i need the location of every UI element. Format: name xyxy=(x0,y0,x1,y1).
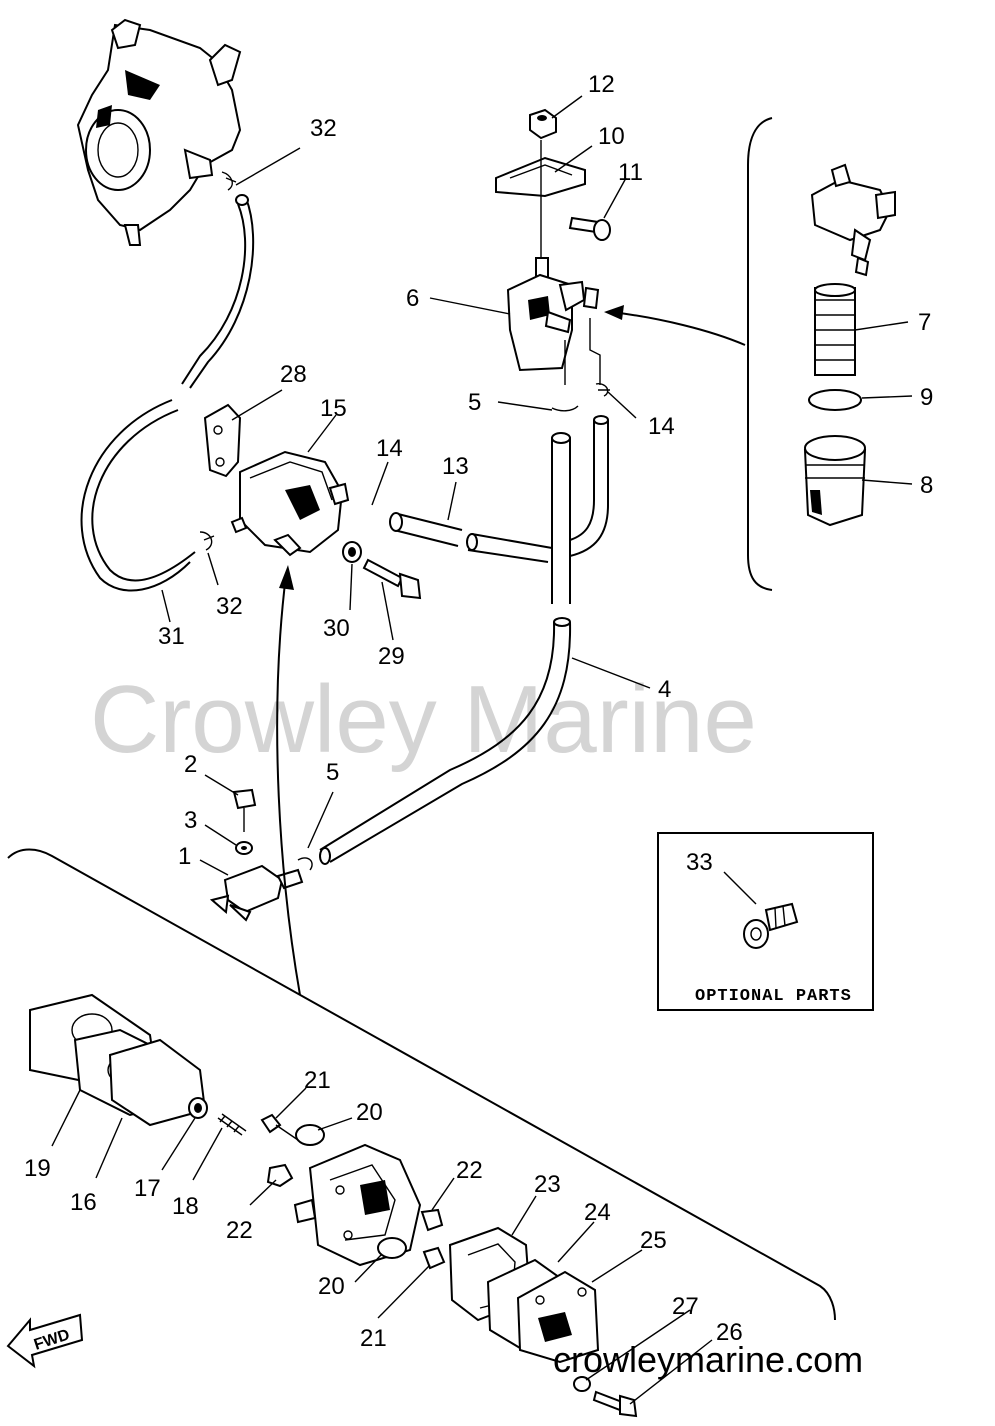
fuel-filter-6 xyxy=(506,257,601,385)
optional-parts-label: OPTIONAL PARTS xyxy=(695,987,852,1006)
callout-21-bottom: 21 xyxy=(360,1325,387,1352)
callout-7: 7 xyxy=(918,309,931,336)
check-valve-20-bottom xyxy=(377,1237,407,1259)
site-url: crowleymarine.com xyxy=(553,1339,863,1380)
screw-2 xyxy=(232,788,257,832)
hose-clip-32-top xyxy=(221,171,237,191)
inset-bracket xyxy=(747,117,773,591)
callout-10: 10 xyxy=(598,123,625,150)
callout-11: 11 xyxy=(618,159,643,186)
callout-18: 18 xyxy=(172,1193,199,1220)
screw-21-top xyxy=(260,1113,299,1141)
callout-29: 29 xyxy=(378,643,405,670)
callout-32-top: 32 xyxy=(310,115,337,142)
hose-clip-32-bottom xyxy=(199,531,215,551)
callout-4: 4 xyxy=(658,676,671,703)
callout-27: 27 xyxy=(672,1293,699,1320)
callout-16: 16 xyxy=(70,1189,97,1216)
callout-33: 33 xyxy=(686,849,713,876)
callout-15: 15 xyxy=(320,395,347,422)
washer-3 xyxy=(235,841,253,855)
callout-22-right: 22 xyxy=(456,1157,483,1184)
inset-filter-head xyxy=(810,163,896,277)
washer-30 xyxy=(342,541,362,563)
callout-24: 24 xyxy=(584,1199,611,1226)
fuel-filter-hoses xyxy=(551,415,609,604)
bolt-29 xyxy=(362,558,422,600)
callout-19: 19 xyxy=(24,1155,51,1182)
nut-22-right xyxy=(420,1208,444,1232)
filter-cup-8 xyxy=(803,435,867,527)
fitting-33 xyxy=(743,902,799,949)
fuel-pump-15 xyxy=(230,450,350,557)
callout-20-bottom: 20 xyxy=(318,1273,345,1300)
callout-3: 3 xyxy=(184,807,197,834)
callout-labels: 12 10 11 6 5 14 7 9 8 32 28 15 14 13 32 … xyxy=(24,71,933,1352)
callout-31: 31 xyxy=(158,623,185,650)
joint-1 xyxy=(209,864,304,922)
callout-17: 17 xyxy=(134,1175,161,1202)
callout-6: 6 xyxy=(406,285,419,312)
pump-cover-25 xyxy=(516,1270,600,1364)
o-ring-9 xyxy=(808,389,862,411)
nut-12 xyxy=(529,108,557,140)
carburetor xyxy=(76,18,242,246)
fwd-arrow-icon: FWD xyxy=(6,1313,84,1369)
pump-arrow xyxy=(276,565,301,996)
nut-22-left xyxy=(266,1163,294,1188)
fuel-hose-4 xyxy=(319,617,572,865)
detail-arrow xyxy=(604,305,746,346)
gasket-28 xyxy=(203,403,242,478)
callout-23: 23 xyxy=(534,1171,561,1198)
callout-20-top: 20 xyxy=(356,1099,383,1126)
spring-18 xyxy=(217,1113,247,1136)
callout-2: 2 xyxy=(184,751,197,778)
callout-5-bottom: 5 xyxy=(326,759,339,786)
callout-26: 26 xyxy=(716,1319,743,1346)
callout-5-top: 5 xyxy=(468,389,481,416)
check-valve-20-top xyxy=(295,1124,325,1146)
callout-28: 28 xyxy=(280,361,307,388)
pump-body-lower xyxy=(293,1143,422,1267)
hose-clip-5-top xyxy=(551,405,579,412)
callout-9: 9 xyxy=(920,384,933,411)
callout-13: 13 xyxy=(442,453,469,480)
hose-clip-5-bottom xyxy=(297,857,313,871)
callout-25: 25 xyxy=(640,1227,667,1254)
bolt-26 xyxy=(592,1390,638,1418)
callout-14-right: 14 xyxy=(648,413,675,440)
screw-11 xyxy=(568,216,611,241)
callout-21-top: 21 xyxy=(304,1067,331,1094)
fuel-hose-31 xyxy=(80,194,255,592)
hose-clip-14-top xyxy=(595,383,610,397)
callout-22-left: 22 xyxy=(226,1217,253,1244)
callout-14-left: 14 xyxy=(376,435,403,462)
callout-30: 30 xyxy=(323,615,350,642)
callout-12: 12 xyxy=(588,71,615,98)
filter-element-7 xyxy=(814,283,856,376)
callout-1: 1 xyxy=(178,843,191,870)
fuel-hose-13 xyxy=(389,512,553,563)
section-divider xyxy=(7,848,836,1321)
spring-seat-17 xyxy=(188,1097,208,1119)
washer-27 xyxy=(573,1376,591,1392)
callout-8: 8 xyxy=(920,472,933,499)
screw-21-bottom xyxy=(422,1246,446,1270)
watermark-text: Crowley Marine xyxy=(90,666,757,773)
leader-lines xyxy=(51,95,913,1405)
optional-parts-box xyxy=(657,832,874,1011)
callout-32-bottom: 32 xyxy=(216,593,243,620)
